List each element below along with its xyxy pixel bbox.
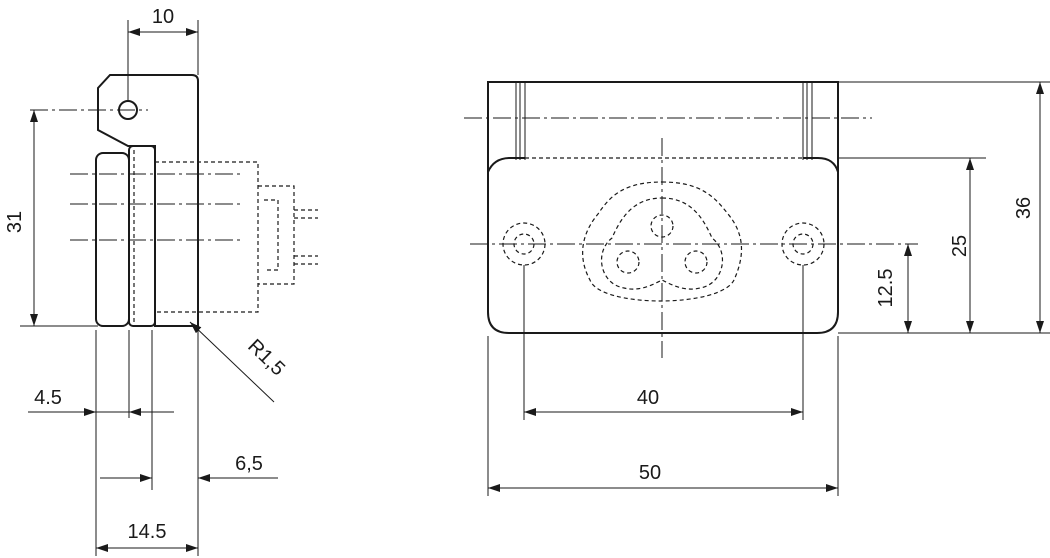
front-view: 40 50 12.5 25 36 [464,81,1050,496]
side-bracket-outline [97,74,199,327]
dim-label-10: 10 [152,6,174,28]
dim-label-31: 31 [4,211,26,233]
dim-label-6-5: 6,5 [235,453,263,475]
front-outline [487,81,839,334]
dim-label-14-5: 14.5 [128,521,167,543]
side-view: 10 31 4.5 6,5 14.5 R1,5 [4,6,318,556]
front-right-slot [802,82,813,160]
dim-label-radius: R1,5 [243,335,289,380]
side-hidden-terminal [258,185,295,285]
dim-label-4-5: 4.5 [34,387,62,409]
side-hidden-body [133,150,259,322]
socket-outline [582,181,742,302]
socket-left-pin [616,250,640,274]
dim-label-40: 40 [637,387,659,409]
socket-right-pin [684,250,708,274]
dim-label-36: 36 [1013,197,1035,219]
dim-label-25: 25 [949,235,971,257]
front-body-edge [487,157,839,173]
radius-leader-line [189,321,275,403]
side-middle-plate [128,145,156,327]
socket-inner-outline [601,197,723,290]
dim-label-12-5: 12.5 [875,269,897,308]
dim-label-50: 50 [639,462,661,484]
side-hidden-pins [294,209,318,265]
front-left-slot [515,82,526,160]
